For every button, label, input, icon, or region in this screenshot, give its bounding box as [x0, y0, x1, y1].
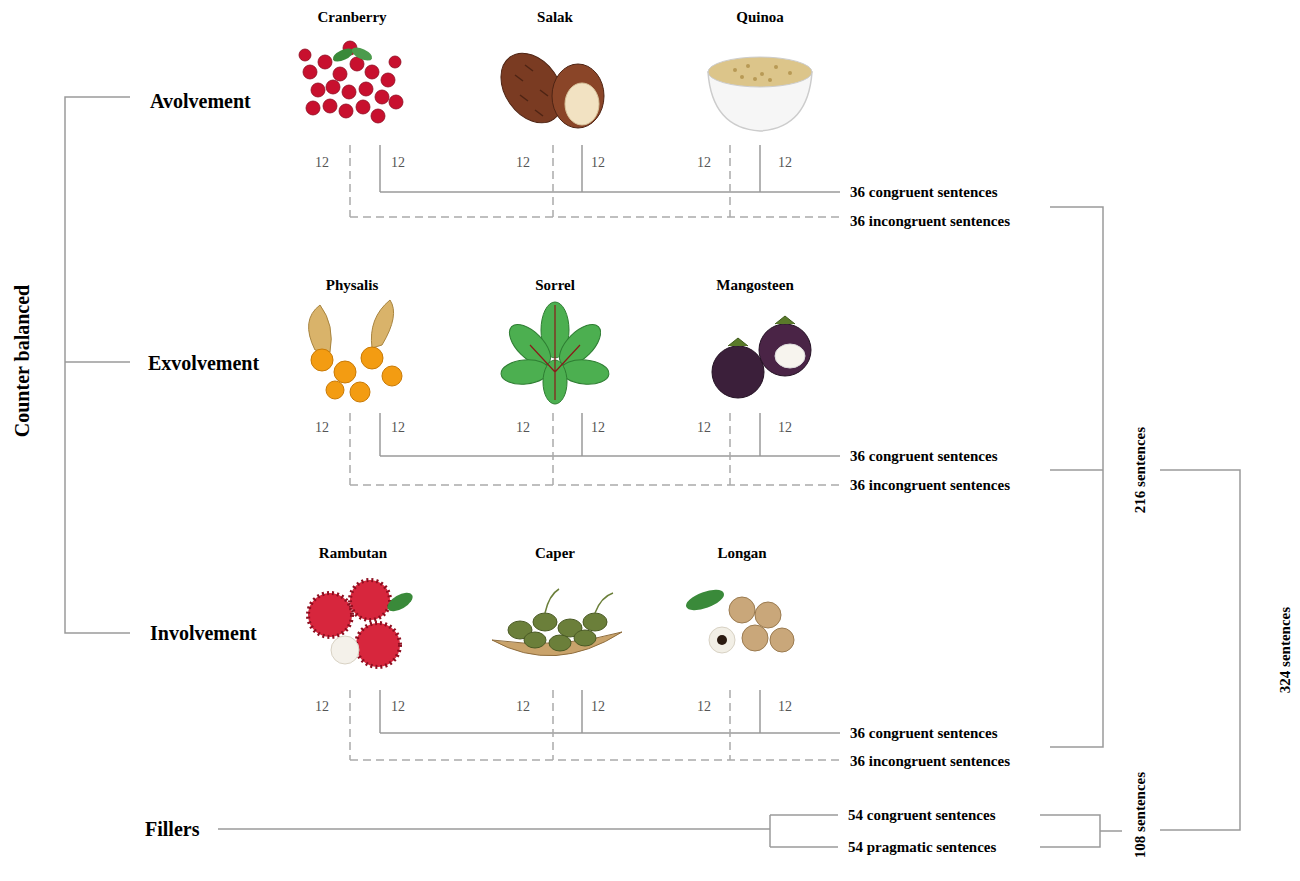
fruit-name: Cranberry [317, 9, 386, 26]
physalis-image [309, 300, 402, 402]
total-count: 324 sentences [1277, 607, 1294, 693]
item-count: 12 [516, 155, 530, 170]
item-count: 12 [591, 420, 605, 435]
fruit-name: Caper [535, 545, 575, 562]
item-count: 12 [391, 699, 405, 714]
dashed-lines [350, 145, 840, 760]
fruit-name: Quinoa [736, 9, 784, 26]
item-count: 12 [391, 420, 405, 435]
subtotal-count: 216 sentences [1132, 427, 1149, 513]
condition-label: Exvolvement [148, 352, 259, 374]
fruit-name: Sorrel [535, 277, 575, 294]
sentence-count: 36 incongruent sentences [850, 477, 1010, 494]
item-count: 12 [315, 699, 329, 714]
sentence-count: 36 congruent sentences [850, 448, 997, 465]
item-count: 12 [391, 155, 405, 170]
fruit-name: Rambutan [319, 545, 387, 562]
mangosteen-image [712, 316, 811, 398]
item-count: 12 [697, 699, 711, 714]
quinoa-image [708, 57, 812, 131]
fruit-name: Mangosteen [716, 277, 794, 294]
item-count: 12 [591, 155, 605, 170]
item-count: 12 [778, 420, 792, 435]
rambutan-image [308, 580, 416, 667]
item-count: 12 [315, 420, 329, 435]
condition-label: Involvement [150, 622, 257, 644]
subtotal-count: 108 sentences [1132, 772, 1149, 858]
group-label: Counter balanced [11, 285, 33, 437]
item-count: 12 [778, 155, 792, 170]
sentence-count: 36 incongruent sentences [850, 753, 1010, 770]
sentence-count: 54 congruent sentences [848, 807, 995, 824]
sorrel-image [500, 302, 610, 404]
item-count: 12 [697, 420, 711, 435]
condition-label: Avolvement [150, 90, 251, 112]
sentence-count: 36 incongruent sentences [850, 213, 1010, 230]
fruit-name: Longan [717, 545, 766, 562]
fruit-name: Physalis [326, 277, 379, 294]
bracket-lines [65, 97, 1240, 847]
longan-image [683, 586, 794, 653]
sentence-count: 54 pragmatic sentences [848, 839, 996, 856]
condition-label: Fillers [145, 818, 199, 840]
item-count: 12 [697, 155, 711, 170]
sentence-count: 36 congruent sentences [850, 725, 997, 742]
fruit-name: Salak [537, 9, 573, 26]
salak-image [488, 41, 604, 134]
item-count: 12 [516, 699, 530, 714]
cranberry-image [299, 41, 403, 123]
item-count: 12 [591, 699, 605, 714]
item-count: 12 [315, 155, 329, 170]
item-count: 12 [516, 420, 530, 435]
item-count: 12 [778, 699, 792, 714]
caper-image [492, 589, 622, 656]
sentence-count: 36 congruent sentences [850, 184, 997, 201]
